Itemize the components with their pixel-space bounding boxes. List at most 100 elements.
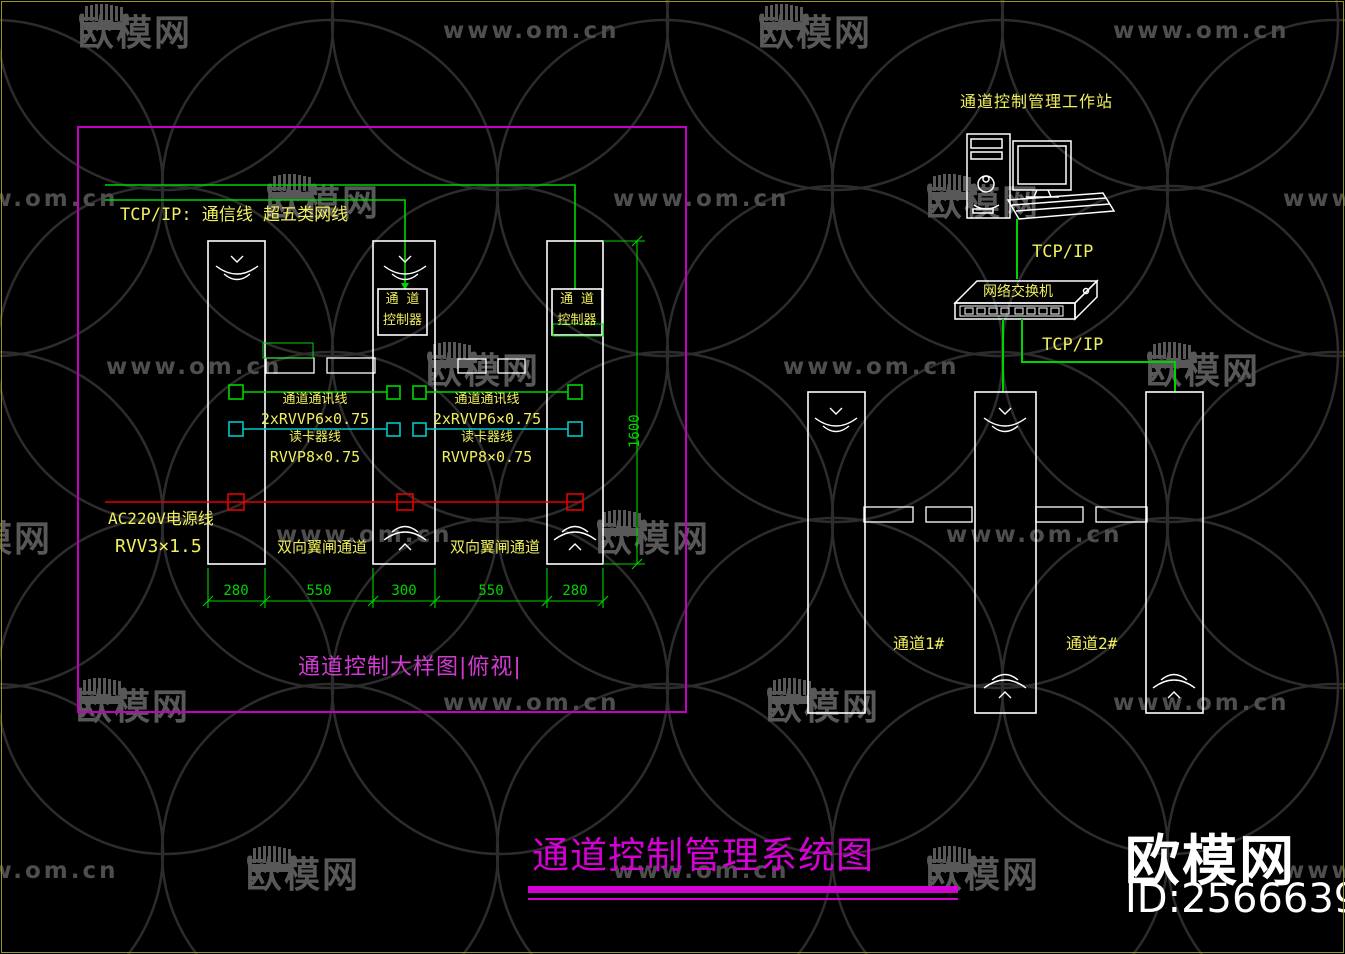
url-watermark-text: www.om.cn xyxy=(613,858,790,884)
turnstile-column xyxy=(372,240,436,565)
detail-caption: 通道控制大样图|俯视| xyxy=(298,655,522,680)
detail-border-box xyxy=(77,126,687,713)
plan-detail-drawing xyxy=(77,126,687,713)
url-watermark-text: www.om.cn xyxy=(0,186,119,212)
tcpip-link-2 xyxy=(1002,319,1176,392)
url-watermark-text: www.om.cn xyxy=(1283,186,1345,212)
turnstile-cabinet xyxy=(807,391,866,714)
wifi-arc-icon xyxy=(983,673,1027,699)
channel-controller-box xyxy=(377,288,428,336)
wifi-arc-icon xyxy=(215,255,259,281)
channel-controller-box xyxy=(551,288,603,336)
url-watermark-text: www.om.cn xyxy=(276,522,453,548)
sofa-icon xyxy=(767,678,817,712)
wing-gate-flap xyxy=(925,506,973,523)
workstation-computer-icon xyxy=(966,133,1116,220)
controller-label-line1: 通 道 xyxy=(385,292,420,307)
lane-type-label: 双向翼闸通道 xyxy=(449,538,540,556)
url-watermark: www.om.cn xyxy=(1283,858,1345,884)
url-watermark: www.om.cn xyxy=(276,522,453,548)
height-dimension xyxy=(603,235,645,570)
dim-width-550: 550 xyxy=(478,583,504,599)
power-line xyxy=(105,493,584,511)
sofa-icon xyxy=(927,174,977,208)
brand-watermark: 欧模网 xyxy=(266,174,380,226)
reader-arc-icons-elevation xyxy=(814,407,1196,699)
turnstile-cabinet xyxy=(1145,391,1204,714)
lane1-label: 通道1# xyxy=(893,634,945,653)
controller-label-line1: 通 道 xyxy=(560,292,594,307)
brand-watermark: 欧模网 xyxy=(246,846,360,898)
url-watermark: www.om.cn xyxy=(783,354,960,380)
network-switch-icon xyxy=(953,279,1099,321)
url-watermark: www.om.cn xyxy=(0,858,119,884)
url-watermark: www.om.cn xyxy=(106,354,283,380)
dim-width-280: 280 xyxy=(223,583,249,599)
sofa-icon xyxy=(759,4,809,38)
sofa-icon xyxy=(927,846,977,880)
reader-line-label: 读卡器线 xyxy=(288,430,341,445)
brand-watermark: 欧模网 xyxy=(426,342,540,394)
url-watermark: www.om.cn xyxy=(613,186,790,212)
url-watermark: www.om.cn xyxy=(1283,186,1345,212)
dim-width-280: 280 xyxy=(562,583,588,599)
url-watermark-text: www.om.cn xyxy=(443,18,620,44)
turnstile-column xyxy=(207,240,266,565)
url-watermark: www.om.cn xyxy=(1113,690,1290,716)
sofa-icon xyxy=(597,510,647,544)
turnstile-cabinet xyxy=(974,391,1037,714)
url-watermark-text: www.om.cn xyxy=(613,186,790,212)
monitor-icon xyxy=(1012,140,1072,191)
lane2-label: 通道2# xyxy=(1066,634,1118,653)
network-feed-lines xyxy=(105,184,576,289)
power-line-label: AC220V电源线 xyxy=(108,509,214,528)
brand-watermark: 欧模网 xyxy=(1146,342,1260,394)
url-watermark-text: www.om.cn xyxy=(1113,18,1290,44)
url-watermark: www.om.cn xyxy=(443,18,620,44)
sofa-icon xyxy=(247,846,297,880)
reader-line-spec: RVVP8×0.75 xyxy=(269,448,361,466)
wifi-arc-icon xyxy=(1152,673,1196,699)
wifi-arc-icon xyxy=(553,525,597,551)
dim-height-1600: 1600 xyxy=(627,414,643,448)
wifi-arc-icon xyxy=(983,407,1027,433)
sofa-icon xyxy=(77,678,127,712)
comm-line xyxy=(228,384,583,400)
site-logo: 欧模网 xyxy=(1125,829,1297,893)
url-watermark: www.om.cn xyxy=(613,858,790,884)
controller-label-line2: 控制器 xyxy=(557,313,597,328)
site-id: ID:2566639 xyxy=(1125,876,1345,922)
system-diagram xyxy=(807,133,1204,714)
brand-watermark: 欧模网 xyxy=(76,678,190,730)
wifi-arc-icon xyxy=(383,525,427,551)
comm-line-spec: 2xRVVP6×0.75 xyxy=(432,410,542,428)
comm-line-label: 通道通讯线 xyxy=(454,392,520,407)
url-watermark-text: www.om.cn xyxy=(106,354,283,380)
wing-gate-flap xyxy=(497,358,526,374)
comm-line-spec: 2xRVVP6×0.75 xyxy=(260,410,370,428)
network-switch-label: 网络交换机 xyxy=(983,284,1053,300)
url-watermark: www.om.cn xyxy=(1113,18,1290,44)
keyboard-icon xyxy=(1006,192,1116,220)
feed-arrowhead xyxy=(401,283,409,290)
wifi-arc-icon xyxy=(814,407,858,433)
controller-label-line2: 控制器 xyxy=(382,313,422,328)
page-title: 通道控制管理系统图 xyxy=(532,834,874,877)
workstation-label: 通道控制管理工作站 xyxy=(960,92,1114,111)
turnstile-cabinets xyxy=(807,391,1204,714)
comm-line-label: 通道通讯线 xyxy=(282,392,348,407)
wifi-arc-icon xyxy=(383,255,427,281)
reader-line xyxy=(228,421,583,437)
power-line-spec: RVV3×1.5 xyxy=(115,536,202,557)
wing-gate-flap xyxy=(1095,506,1148,523)
lane-type-label: 双向翼闸通道 xyxy=(276,538,367,556)
brand-watermark: 欧模网 xyxy=(758,4,872,56)
tcpip-label: TCP/IP xyxy=(1042,335,1104,355)
flap-detail-boxes xyxy=(262,323,604,359)
brand-watermark-text: 欧模网 xyxy=(0,519,53,560)
wing-gate-flap xyxy=(1035,506,1084,523)
url-watermark: www.om.cn xyxy=(0,186,119,212)
wing-gate-flap xyxy=(326,357,376,374)
